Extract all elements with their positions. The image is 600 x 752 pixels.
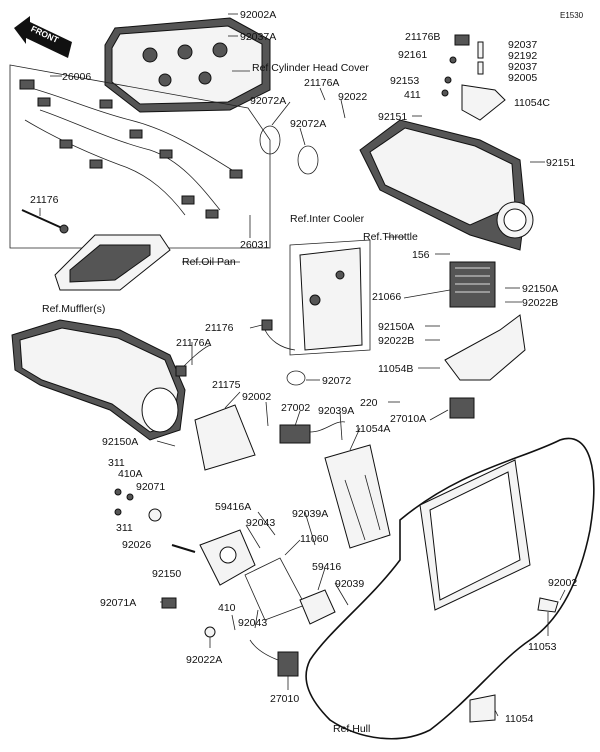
part-label: 311 bbox=[108, 457, 125, 469]
bracket-11054A bbox=[324, 444, 391, 549]
small-fasteners-left bbox=[114, 488, 196, 553]
part-label: 92026 bbox=[122, 539, 151, 551]
part-label: 21176 bbox=[30, 194, 59, 206]
cap-92071A bbox=[161, 597, 177, 609]
ref-muffler: Ref.Muffler(s) bbox=[42, 303, 105, 315]
part-label: 21176A bbox=[176, 337, 211, 349]
part-label: 92022 bbox=[338, 91, 367, 103]
part-label: 21175 bbox=[212, 379, 241, 391]
bracket-11053 bbox=[537, 597, 559, 613]
part-label: 21176 bbox=[205, 322, 234, 334]
ref-hull: Ref.Hull bbox=[333, 723, 370, 735]
oil-pan bbox=[54, 234, 171, 291]
bracket-11054 bbox=[469, 694, 496, 723]
part-label: 220 bbox=[360, 397, 378, 409]
o-ring-92072A-2 bbox=[297, 145, 319, 175]
inter-cooler bbox=[299, 247, 363, 351]
part-label: 92151 bbox=[546, 157, 575, 169]
part-label: 27002 bbox=[281, 402, 310, 414]
part-label: 92071 bbox=[136, 481, 165, 493]
part-label: 92071A bbox=[100, 597, 136, 609]
o-ring-92072A-1 bbox=[259, 125, 281, 155]
part-label: 92037 bbox=[508, 39, 537, 51]
bracket-11054B bbox=[444, 314, 526, 381]
part-label: 27010 bbox=[270, 693, 299, 705]
diagram-code: E1530 bbox=[560, 11, 584, 20]
sensor-21176-top bbox=[21, 209, 69, 234]
part-label: 21176B bbox=[405, 31, 440, 43]
part-label: 59416A bbox=[215, 501, 251, 513]
part-label: 92151 bbox=[378, 111, 407, 123]
part-label: 311 bbox=[116, 522, 133, 534]
part-label: 26006 bbox=[62, 71, 91, 83]
part-label: 92037 bbox=[508, 61, 537, 73]
wiring-harness bbox=[19, 79, 243, 219]
part-label: 11053 bbox=[528, 641, 557, 653]
part-label: 92150A bbox=[522, 283, 558, 295]
part-label: 92161 bbox=[398, 49, 427, 61]
muffler bbox=[11, 319, 186, 441]
part-label: 11060 bbox=[300, 533, 329, 545]
part-label: 92072A bbox=[290, 118, 326, 130]
ref-throttle: Ref.Throttle bbox=[363, 231, 418, 243]
part-label: 92002 bbox=[548, 577, 577, 589]
ref-cylinder-head-cover: Ref.Cylinder Head Cover bbox=[252, 62, 369, 74]
part-label: 92153 bbox=[390, 75, 419, 87]
part-label: 92039A bbox=[292, 508, 328, 520]
washer-92022A bbox=[204, 626, 216, 638]
part-label: 92022B bbox=[522, 297, 558, 309]
part-label: 410A bbox=[118, 468, 143, 480]
ecu-21175 bbox=[194, 404, 256, 471]
part-label: 26031 bbox=[240, 239, 269, 251]
cylinder-head-cover bbox=[104, 17, 271, 113]
part-label: 92150A bbox=[102, 436, 138, 448]
part-label: 92072 bbox=[322, 375, 351, 387]
part-label: 410 bbox=[218, 602, 236, 614]
part-label: 92192 bbox=[508, 50, 537, 62]
regulator-21066 bbox=[449, 261, 496, 308]
hull bbox=[305, 437, 595, 740]
throttle-intake bbox=[359, 119, 534, 251]
part-label: 92022A bbox=[186, 654, 222, 666]
part-label: 11054 bbox=[505, 713, 534, 725]
relay-27010A bbox=[449, 397, 475, 419]
part-label: 92037A bbox=[240, 31, 276, 43]
front-arrow-icon: FRONT bbox=[14, 16, 72, 58]
part-label: 21066 bbox=[372, 291, 401, 303]
part-label: 27010A bbox=[390, 413, 426, 425]
module-27002 bbox=[279, 421, 346, 444]
part-label: 92150A bbox=[378, 321, 414, 333]
o-ring-92072 bbox=[286, 370, 306, 386]
part-label: 11054C bbox=[514, 97, 550, 109]
part-label: 92005 bbox=[508, 72, 537, 84]
ref-inter-cooler: Ref.Inter Cooler bbox=[290, 213, 365, 225]
part-label: 59416 bbox=[312, 561, 341, 573]
leader-lines bbox=[39, 13, 566, 717]
part-label: 92039 bbox=[335, 578, 364, 590]
harness-frame bbox=[9, 64, 271, 249]
part-label: 92002A bbox=[240, 9, 276, 21]
part-label: 92043 bbox=[246, 517, 275, 529]
part-label: 92002 bbox=[242, 391, 271, 403]
part-label: 21176A bbox=[304, 77, 339, 89]
part-label: 92022B bbox=[378, 335, 414, 347]
part-label: 92039A bbox=[318, 405, 354, 417]
part-label: 11054A bbox=[355, 423, 390, 435]
part-label: 411 bbox=[404, 89, 421, 101]
ref-oil-pan: Ref.Oil Pan bbox=[182, 256, 236, 268]
gasket-11060 bbox=[244, 557, 306, 621]
relay-27010 bbox=[249, 639, 299, 677]
part-label: 156 bbox=[412, 249, 430, 261]
inter-cooler-frame bbox=[289, 239, 371, 356]
part-label: 92150 bbox=[152, 568, 181, 580]
part-label: 92043 bbox=[238, 617, 267, 629]
sensor-cluster-top-right bbox=[441, 34, 506, 121]
sensor-21176A-mid bbox=[175, 344, 211, 377]
box-59416 bbox=[299, 589, 336, 625]
box-59416A bbox=[199, 529, 256, 586]
part-label: 92072A bbox=[250, 95, 286, 107]
part-label: 11054B bbox=[378, 363, 413, 375]
